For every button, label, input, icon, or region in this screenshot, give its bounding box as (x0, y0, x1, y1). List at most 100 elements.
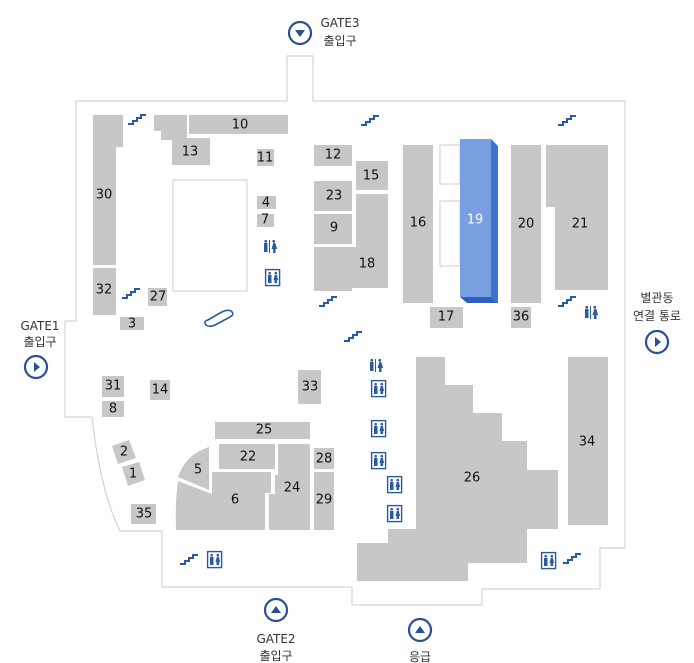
booth-label: 4 (262, 196, 270, 211)
booth-18[interactable]: 18 (314, 194, 388, 291)
gate1[interactable]: GATE1 출입구 (20, 319, 60, 380)
emergency-exit[interactable]: 응급 (407, 617, 433, 663)
emergency-label: 응급 (409, 650, 431, 663)
booth-label: 13 (182, 145, 199, 160)
annex-passage[interactable]: 별관동 연결 통로 (633, 291, 681, 355)
stairs-icon (558, 296, 576, 307)
booth-label: 31 (105, 379, 122, 394)
booth-label: 17 (438, 310, 455, 325)
booth-29[interactable]: 29 (314, 472, 334, 530)
booth-34[interactable]: 34 (568, 357, 608, 525)
gate-name: GATE3 (320, 16, 359, 30)
booth-2[interactable]: 2 (112, 440, 136, 464)
booth-1[interactable]: 1 (122, 462, 145, 486)
booth-10[interactable]: 10 (189, 115, 288, 134)
booth-28[interactable]: 28 (314, 448, 334, 469)
gate-name: GATE2 (256, 632, 295, 646)
booth-label: 30 (96, 188, 113, 203)
booth-5[interactable]: 5 (178, 447, 209, 490)
booth-label: 18 (359, 257, 376, 272)
booth-label: 9 (330, 221, 338, 236)
booth-36[interactable]: 36 (511, 307, 531, 328)
booth-label: 10 (232, 118, 249, 133)
booth-label: 1 (129, 467, 137, 482)
booth-label: 28 (316, 452, 333, 467)
booth-label: 6 (231, 493, 239, 508)
booth-23[interactable]: 23 (314, 181, 352, 211)
booth-35[interactable]: 35 (131, 504, 156, 524)
booth-33[interactable]: 33 (298, 370, 321, 404)
stairs-icon (344, 331, 362, 342)
booth-label: 21 (572, 217, 589, 232)
booth-label: 23 (326, 189, 343, 204)
booth-label: 33 (302, 380, 319, 395)
booth-22[interactable]: 22 (219, 444, 275, 469)
booth-30[interactable]: 30 (93, 115, 123, 265)
booth-19-selected[interactable]: 19 (460, 139, 498, 303)
booth-label: 35 (136, 507, 153, 522)
stairs-icon (558, 115, 576, 126)
booth-label: 14 (152, 383, 169, 398)
booth-label: 15 (363, 169, 380, 184)
booth-label: 27 (150, 290, 167, 305)
atrium-outline (172, 179, 248, 292)
booth-17[interactable]: 17 (430, 307, 463, 328)
booth-label: 22 (240, 450, 257, 465)
booth-13[interactable]: 13 (154, 115, 210, 165)
escalator-icon (204, 309, 234, 328)
annex-label-2: 연결 통로 (633, 309, 681, 323)
booth-15[interactable]: 15 (356, 161, 388, 190)
booth-label: 3 (128, 317, 136, 332)
booth-label: 19 (467, 213, 484, 228)
booth-25[interactable]: 25 (215, 422, 310, 439)
building-outline (64, 55, 626, 606)
booth-21[interactable]: 21 (546, 145, 608, 290)
booth-11[interactable]: 11 (257, 149, 274, 166)
elevator-icon (370, 451, 387, 470)
elevator-icon (370, 419, 387, 438)
booth-6[interactable]: 6 (175, 472, 271, 530)
booth-label: 11 (257, 151, 274, 166)
booth-label: 12 (325, 148, 342, 163)
booth-label: 32 (96, 283, 113, 298)
gate-sub: 출입구 (23, 335, 56, 349)
restroom-icon (264, 239, 278, 253)
elevator-icon (540, 551, 557, 570)
booth-7[interactable]: 7 (257, 213, 274, 228)
booth-26[interactable]: 26 (357, 357, 558, 581)
booth-label: 8 (109, 402, 117, 417)
stairs-icon (122, 288, 140, 299)
booth-24[interactable]: 24 (269, 444, 310, 530)
booth-32[interactable]: 32 (93, 268, 116, 315)
stairs-icon (319, 296, 337, 307)
annex-label-1: 별관동 (640, 291, 673, 305)
booth-3[interactable]: 3 (120, 317, 144, 332)
void-outline-2 (439, 200, 461, 267)
void-outline-1 (439, 144, 461, 185)
booth-label: 25 (256, 423, 273, 438)
booth-label: 7 (261, 213, 269, 228)
booth-label: 5 (194, 463, 202, 478)
booth-16[interactable]: 16 (403, 145, 433, 303)
gate2[interactable]: GATE2 출입구 (256, 597, 296, 663)
booth-label: 16 (410, 216, 427, 231)
restroom-icon (585, 305, 599, 319)
booth-label: 2 (120, 445, 128, 460)
elevator-icon (370, 379, 387, 398)
elevator-icon (264, 268, 281, 287)
booth-14[interactable]: 14 (150, 380, 170, 400)
booth-12[interactable]: 12 (314, 145, 352, 166)
booth-4[interactable]: 4 (257, 196, 276, 211)
booth-9[interactable]: 9 (314, 214, 352, 244)
booth-27[interactable]: 27 (148, 288, 167, 306)
booth-20[interactable]: 20 (511, 145, 541, 303)
booth-label: 24 (284, 481, 301, 496)
stairs-icon (563, 553, 581, 564)
gate3[interactable]: GATE3 출입구 (287, 16, 360, 48)
elevator-icon (386, 504, 403, 523)
booth-31[interactable]: 31 (102, 376, 124, 397)
booth-8[interactable]: 8 (102, 401, 124, 417)
elevator-icon (206, 550, 223, 569)
booth-label: 36 (513, 310, 530, 325)
